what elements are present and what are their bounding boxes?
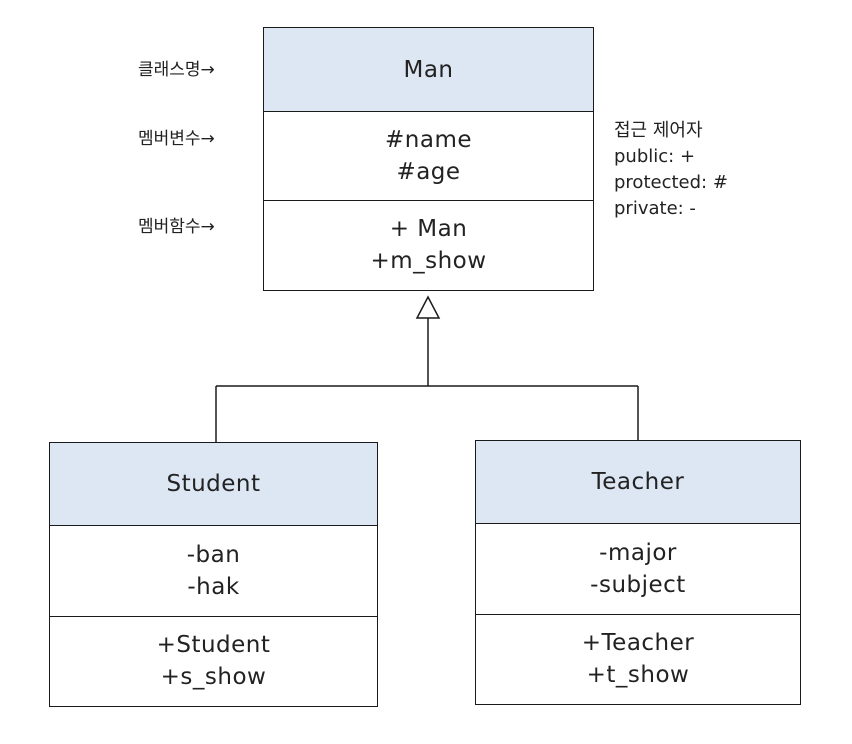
class-teacher-name: Teacher xyxy=(591,469,685,495)
member-functions-label: 멤버함수→ xyxy=(138,217,215,237)
class-student-methods: +Student +s_show xyxy=(50,617,377,705)
inheritance-arrowhead xyxy=(415,295,441,319)
class-teacher-method: +Teacher xyxy=(581,630,695,656)
class-student-method: +s_show xyxy=(160,664,267,690)
access-note-public: public: + xyxy=(614,146,696,167)
class-man-name: Man xyxy=(403,56,454,83)
class-man: Man #name #age + Man +m_show xyxy=(263,27,594,291)
class-student-name: Student xyxy=(166,471,261,497)
class-man-method: +m_show xyxy=(370,248,487,274)
class-student-attribute: -ban xyxy=(186,542,241,568)
class-teacher-attribute: -subject xyxy=(590,572,686,598)
class-teacher: Teacher -major -subject +Teacher +t_show xyxy=(475,440,801,705)
class-student: Student -ban -hak +Student +s_show xyxy=(49,442,378,707)
class-man-name-section: Man xyxy=(264,28,593,112)
class-man-method: + Man xyxy=(389,216,468,242)
access-note-protected: protected: # xyxy=(614,172,728,193)
class-man-attribute: #name xyxy=(385,127,472,153)
class-name-label: 클래스명→ xyxy=(138,60,215,80)
class-teacher-attribute: -major xyxy=(599,540,677,566)
class-student-method: +Student xyxy=(156,632,271,658)
class-student-name-section: Student xyxy=(50,443,377,526)
class-man-attribute: #age xyxy=(396,159,461,185)
class-man-methods: + Man +m_show xyxy=(264,201,593,289)
access-note-private: private: - xyxy=(614,198,696,219)
class-student-attribute: -hak xyxy=(187,574,240,600)
access-modifier-note: 접근 제어자 public: + protected: # private: - xyxy=(614,118,728,222)
class-teacher-method: +t_show xyxy=(586,662,690,688)
class-student-attributes: -ban -hak xyxy=(50,526,377,617)
class-teacher-methods: +Teacher +t_show xyxy=(476,615,800,703)
member-variables-label: 멤버변수→ xyxy=(138,129,215,149)
access-note-title: 접근 제어자 xyxy=(614,120,703,141)
class-man-attributes: #name #age xyxy=(264,112,593,201)
class-teacher-attributes: -major -subject xyxy=(476,524,800,615)
class-teacher-name-section: Teacher xyxy=(476,441,800,524)
